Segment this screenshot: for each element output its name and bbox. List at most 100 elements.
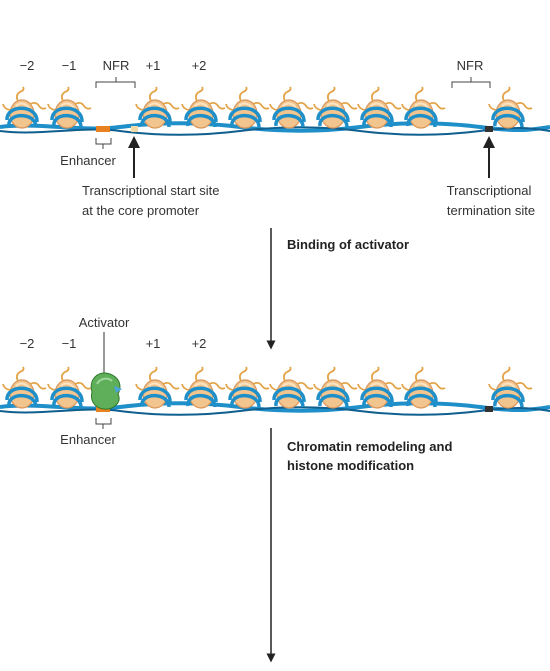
histone-highlight (326, 102, 341, 109)
histone-tail (29, 381, 47, 390)
nucleosome (357, 366, 402, 409)
top-tss-label-2: at the core promoter (82, 203, 200, 218)
histone-tail (2, 383, 11, 391)
nucleosome (488, 366, 533, 409)
top-pos-plus2: +2 (192, 58, 207, 73)
dna-wrap (493, 393, 524, 408)
nucleosome (313, 366, 358, 409)
nucleosome (135, 86, 180, 129)
histone-tail (414, 86, 424, 102)
dna-wrap (7, 393, 38, 408)
dna-wrap (272, 106, 306, 123)
activator-binding-site (114, 386, 122, 393)
nucleosome (269, 86, 314, 129)
histone-tail (370, 86, 380, 102)
dna-wrap (274, 393, 305, 408)
histone-tail (326, 366, 336, 382)
top-termination-mark (485, 126, 493, 132)
bottom-pos-minus2: −2 (20, 336, 35, 351)
step-2-label-2: histone modification (287, 458, 414, 473)
top-pos-nfr: NFR (103, 58, 130, 73)
histone-tail (357, 383, 366, 391)
histone-tail (74, 101, 92, 110)
nucleosome (47, 366, 92, 409)
bottom-pos-plus2: +2 (192, 336, 207, 351)
dna-wrap (138, 386, 172, 403)
dna-wrap (360, 106, 394, 123)
nucleosome (2, 86, 47, 129)
histone-tail (238, 366, 248, 382)
nucleosome (488, 86, 533, 129)
histone-tail (340, 381, 358, 390)
nucleosome (181, 366, 226, 409)
nucleosome (357, 86, 402, 129)
activator-label: Activator (79, 315, 130, 330)
dna-wrap (184, 106, 218, 123)
histone-highlight (60, 382, 75, 389)
histone-tail (148, 86, 158, 102)
dna-wrap (493, 113, 524, 128)
histone-tail (208, 381, 226, 390)
step-2-label-1: Chromatin remodeling and (287, 439, 452, 454)
dna-wrap (491, 106, 525, 123)
dna-wrap (230, 393, 261, 408)
bottom-enhancer-bracket (95, 418, 112, 429)
dna-wrap (228, 386, 262, 403)
histone-highlight (326, 382, 341, 389)
histone-highlight (282, 382, 297, 389)
nucleosome (47, 86, 92, 129)
histone-tail (401, 103, 410, 111)
histone-tail (2, 103, 11, 111)
histone-tail (148, 366, 158, 382)
histone-tail (47, 103, 56, 111)
histone-highlight (501, 382, 516, 389)
histone-highlight (194, 102, 209, 109)
top-panel: −2 −1 NFR +1 +2 NFR Enhancer Transcripti… (0, 58, 550, 218)
histone-tail (162, 101, 180, 110)
histone-tail (296, 381, 314, 390)
top-nfr-bracket-right (451, 77, 491, 88)
histone-tail (135, 103, 144, 111)
histone-tail (313, 103, 322, 111)
top-pos-minus2: −2 (20, 58, 35, 73)
dna-wrap (404, 386, 438, 403)
top-nfr-bracket-left (95, 77, 136, 88)
histone-tail (225, 103, 234, 111)
histone-tail (225, 383, 234, 391)
histone-tail (384, 381, 402, 390)
step-1-label: Binding of activator (287, 237, 409, 252)
histone-tail (401, 383, 410, 391)
dna-wrap (318, 113, 349, 128)
dna-wrap (404, 106, 438, 123)
histone-highlight (501, 102, 516, 109)
histone-tail (252, 101, 270, 110)
top-tss-label-1: Transcriptional start site (82, 183, 220, 198)
nucleosome (225, 366, 270, 409)
histone-tail (252, 381, 270, 390)
dna-wrap (272, 386, 306, 403)
bottom-panel: Activator −2 −1 +1 +2 Enhancer (0, 315, 550, 447)
histone-highlight (15, 382, 30, 389)
histone-tail (269, 383, 278, 391)
top-enhancer-label: Enhancer (60, 153, 116, 168)
histone-tail (60, 86, 70, 102)
histone-tail (384, 101, 402, 110)
dna-wrap (318, 393, 349, 408)
nucleosome (2, 366, 47, 409)
histone-highlight (370, 382, 385, 389)
nucleosome (181, 86, 226, 129)
histone-tail (515, 381, 533, 390)
histone-tail (29, 101, 47, 110)
top-enhancer-mark (96, 126, 110, 132)
dna-wrap (184, 386, 218, 403)
activator-protein (90, 372, 122, 410)
dna-wrap (7, 113, 38, 128)
nucleosome (401, 86, 446, 129)
histone-tail (428, 101, 446, 110)
histone-tail (208, 101, 226, 110)
dna-wrap (316, 106, 350, 123)
histone-tail (238, 86, 248, 102)
bottom-termination-mark (485, 406, 493, 412)
top-tss-mark (131, 126, 138, 132)
